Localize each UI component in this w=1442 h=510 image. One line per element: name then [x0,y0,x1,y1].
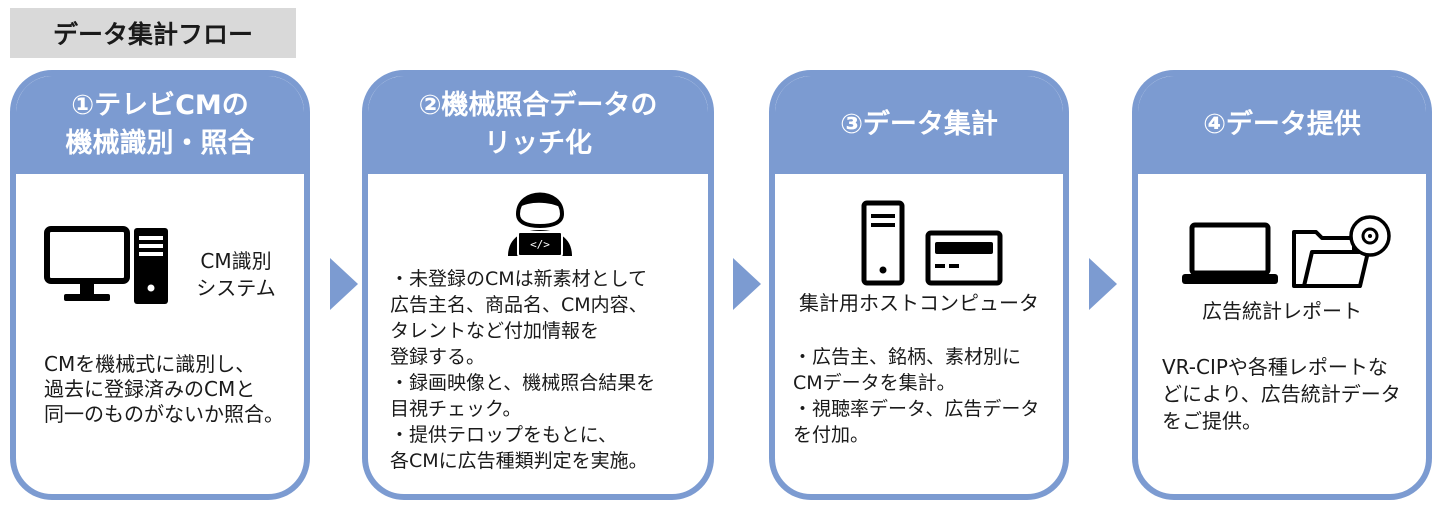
svg-text:</>: </> [530,238,550,251]
host-computer-label: 集計用ホストコンピュータ [799,291,1039,315]
server-tower-icon [861,200,905,286]
step-card-4: ④データ提供 広告統計レポート VR-CIPや各種レポートな どにより、広告統計… [1132,70,1432,500]
flow-arrow-3 [1089,258,1117,310]
step-4-description: VR-CIPや各種レポートな どにより、広告統計データ をご提供。 [1162,355,1401,433]
step-4-header-line-1: ④データ提供 [1203,109,1361,140]
step-2-header-line-2: リッチ化 [484,128,592,159]
tower-pc-icon [134,228,168,304]
step-2-bullet-1: ・未登録のCMは新素材として 広告主名、商品名、CM内容、 タレントなど付加情報… [390,268,648,368]
step-1-header: ①テレビCMの 機械識別・照合 [16,76,304,174]
step-1-header-line-2: 機械識別・照合 [65,128,255,159]
page-title: データ集計フロー [10,8,296,58]
server-unit-icon [925,230,1003,286]
step-2-bullet-3: ・提供テロップをもとに、 各CMに広告種類判定を実施。 [390,424,648,472]
step-3-bullet-1: ・広告主、銘柄、素材別に CMデータを集計。 [793,346,1022,394]
developer-laptop-icon: </> [508,192,572,256]
step-2-header: ②機械照合データの リッチ化 [368,76,708,174]
step-3-header-line-1: ③データ集計 [840,109,998,140]
step-3-bullets: ・広告主、銘柄、素材別に CMデータを集計。 ・視聴率データ、広告データ を付加… [793,344,1039,448]
step-2-bullets: ・未登録のCMは新素材として 広告主名、商品名、CM内容、 タレントなど付加情報… [390,266,655,474]
step-3-header: ③データ集計 [775,76,1063,174]
step-card-1: ①テレビCMの 機械識別・照合 CM識別 システム CMを機械式に識別し、 過去… [10,70,310,500]
cm-system-label: CM識別 システム [196,249,276,300]
step-2-header-line-1: ②機械照合データの [418,90,658,121]
step-1-description: CMを機械式に識別し、 過去に登録済みのCMと 同一のものがないか照合。 [44,352,284,426]
flow-arrow-2 [733,258,761,310]
step-2-bullet-2: ・録画映像と、機械照合結果を 目視チェック。 [390,372,656,420]
step-card-3: ③データ集計 集計用ホストコンピュータ ・広告主、銘柄、素材別に CMデータを集… [769,70,1069,500]
step-1-header-line-1: ①テレビCMの [71,90,249,121]
ad-stats-report-label: 広告統計レポート [1202,299,1362,323]
disc-icon [1349,215,1391,257]
step-4-header: ④データ提供 [1138,76,1426,174]
monitor-icon [44,226,130,301]
step-3-bullet-2: ・視聴率データ、広告データ を付加。 [793,398,1040,446]
flow-arrow-1 [330,258,358,310]
laptop-icon [1182,222,1278,284]
step-card-2: ②機械照合データの リッチ化 </> ・未登録のCMは新素材として 広告主名、商… [362,70,714,500]
